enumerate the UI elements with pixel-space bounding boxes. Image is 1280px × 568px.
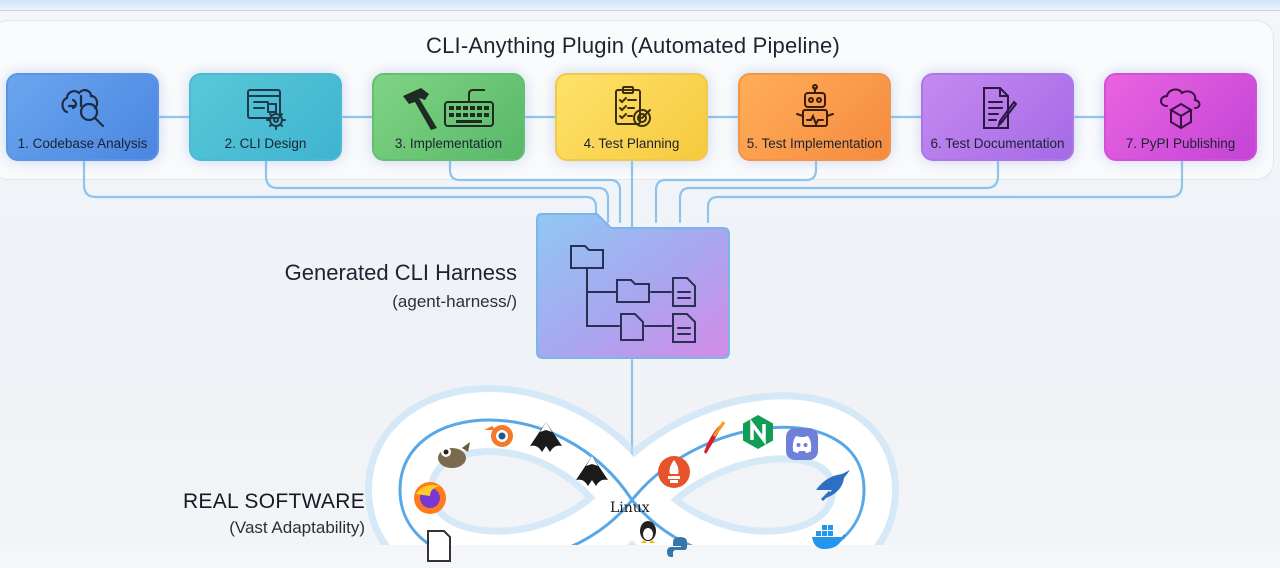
nginx-icon xyxy=(738,412,778,452)
harness-title: Generated CLI Harness xyxy=(284,260,517,285)
real-software-title: REAL SOFTWARE xyxy=(182,490,365,513)
step-test-implementation[interactable]: 5. Test Implementation xyxy=(738,73,891,161)
inkscape-icon xyxy=(526,418,566,458)
step-label: 5. Test Implementation xyxy=(746,136,883,151)
step-label: 7. PyPI Publishing xyxy=(1125,136,1236,151)
step-label: 3. Implementation xyxy=(394,136,503,151)
step-pypi-publishing[interactable]: 7. PyPI Publishing xyxy=(1104,73,1257,161)
pipeline-title: CLI-Anything Plugin (Automated Pipeline) xyxy=(425,33,840,58)
step-label: 6. Test Documentation xyxy=(930,136,1065,151)
harness-subtitle: (agent-harness/) xyxy=(392,292,517,311)
real-software-subtitle: (Vast Adaptability) xyxy=(229,518,365,537)
inkscape-icon xyxy=(572,452,612,492)
step-label: 2. CLI Design xyxy=(224,136,307,151)
step-implementation[interactable]: 3. Implementation xyxy=(372,73,525,161)
linux-label: Linux xyxy=(610,500,650,516)
python-icon xyxy=(660,528,700,568)
document-pencil-icon xyxy=(982,87,1017,129)
blueprint-gear-icon xyxy=(246,89,286,130)
step-codebase-analysis[interactable]: 1. Codebase Analysis xyxy=(6,73,159,161)
brain-magnifier-icon xyxy=(60,89,104,128)
connector-lines xyxy=(82,115,1184,462)
step-cli-design[interactable]: 2. CLI Design xyxy=(189,73,342,161)
step-test-planning[interactable]: 4. Test Planning xyxy=(555,73,708,161)
robot-icon xyxy=(795,84,834,127)
firefox-icon xyxy=(410,478,450,518)
apache-feather-icon xyxy=(692,418,732,458)
linux-tux-icon xyxy=(628,510,668,550)
step-test-documentation[interactable]: 6. Test Documentation xyxy=(921,73,1074,161)
kingfisher-bird-icon xyxy=(812,466,852,506)
top-strip xyxy=(0,0,1280,11)
infinity-loop xyxy=(364,385,900,545)
prometheus-icon xyxy=(654,452,694,492)
step-label: 1. Codebase Analysis xyxy=(17,136,148,151)
discord-icon xyxy=(782,424,822,464)
folder-tree-icon[interactable] xyxy=(535,212,731,360)
cloud-box-icon xyxy=(1159,88,1200,130)
document-icon xyxy=(418,525,458,565)
blender-icon xyxy=(480,414,520,454)
step-label: 4. Test Planning xyxy=(583,136,680,151)
hammer-keyboard-icon xyxy=(402,88,494,130)
gimp-icon xyxy=(432,434,472,474)
docker-icon xyxy=(808,515,848,555)
checklist-target-icon xyxy=(614,86,651,127)
